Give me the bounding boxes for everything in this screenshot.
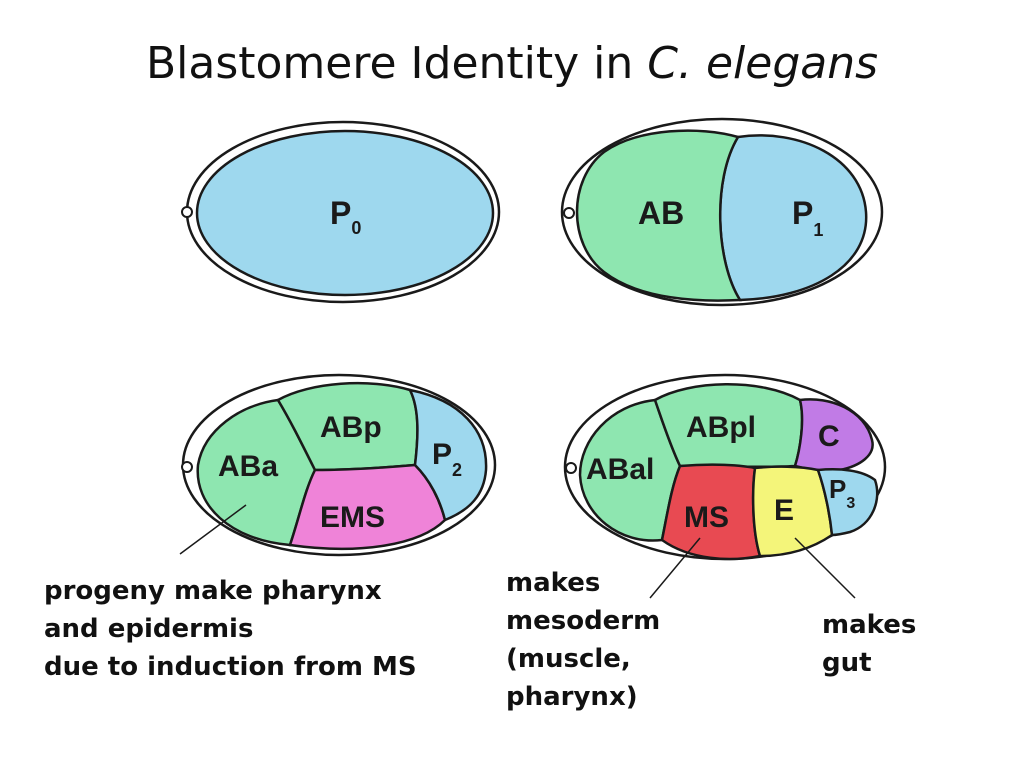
label-abpl: ABpl: [686, 411, 756, 444]
caption-line: (muscle,: [506, 644, 631, 674]
leader-line-ms: [649, 537, 701, 599]
label-p0: P0: [330, 195, 361, 238]
label-ems: EMS: [320, 501, 385, 534]
title-genus: C.: [647, 38, 692, 89]
label-p1: P1: [792, 195, 823, 240]
caption-line: gut: [822, 648, 872, 678]
polar-body: [565, 462, 577, 474]
label-ms: MS: [684, 501, 729, 534]
caption-line: due to induction from MS: [44, 652, 417, 682]
label-abal: ABal: [586, 453, 654, 486]
title-species: elegans: [705, 38, 879, 89]
label-p3: P3: [829, 474, 855, 512]
polar-body: [181, 461, 193, 473]
one-cell-embryo: P0: [181, 120, 501, 304]
two-cell-embryo: AB P1: [560, 117, 884, 307]
caption-line: and epidermis: [44, 614, 254, 644]
leader-line-aba: [179, 504, 247, 555]
label-p2: P2: [432, 438, 462, 480]
caption-ms: makes mesoderm (muscle, pharynx): [506, 564, 660, 716]
page-title: Blastomere Identity in C. elegans: [0, 38, 1024, 89]
caption-line: makes: [822, 610, 917, 640]
eight-cell-embryo: ABal ABpl C MS E P3: [563, 373, 887, 561]
caption-aba: progeny make pharynx and epidermis due t…: [44, 572, 417, 686]
caption-line: makes: [506, 568, 601, 598]
cell-p3: [816, 468, 879, 537]
cell-p2: [407, 388, 488, 522]
caption-line: pharynx): [506, 682, 638, 712]
leader-line-e: [794, 537, 856, 599]
title-text: Blastomere Identity in: [145, 38, 648, 89]
polar-body: [563, 207, 575, 219]
label-c: C: [818, 420, 840, 453]
caption-e: makes gut: [822, 606, 916, 682]
cell-ab: [575, 129, 743, 302]
label-e: E: [774, 494, 794, 527]
label-abp: ABp: [320, 411, 382, 444]
four-cell-embryo: ABa ABp EMS P2: [181, 373, 497, 557]
polar-body: [181, 206, 193, 218]
label-ab: AB: [638, 195, 684, 231]
caption-line: mesoderm: [506, 606, 661, 636]
cell-p0: [195, 129, 495, 297]
label-aba: ABa: [218, 450, 278, 483]
caption-line: progeny make pharynx: [44, 576, 382, 606]
